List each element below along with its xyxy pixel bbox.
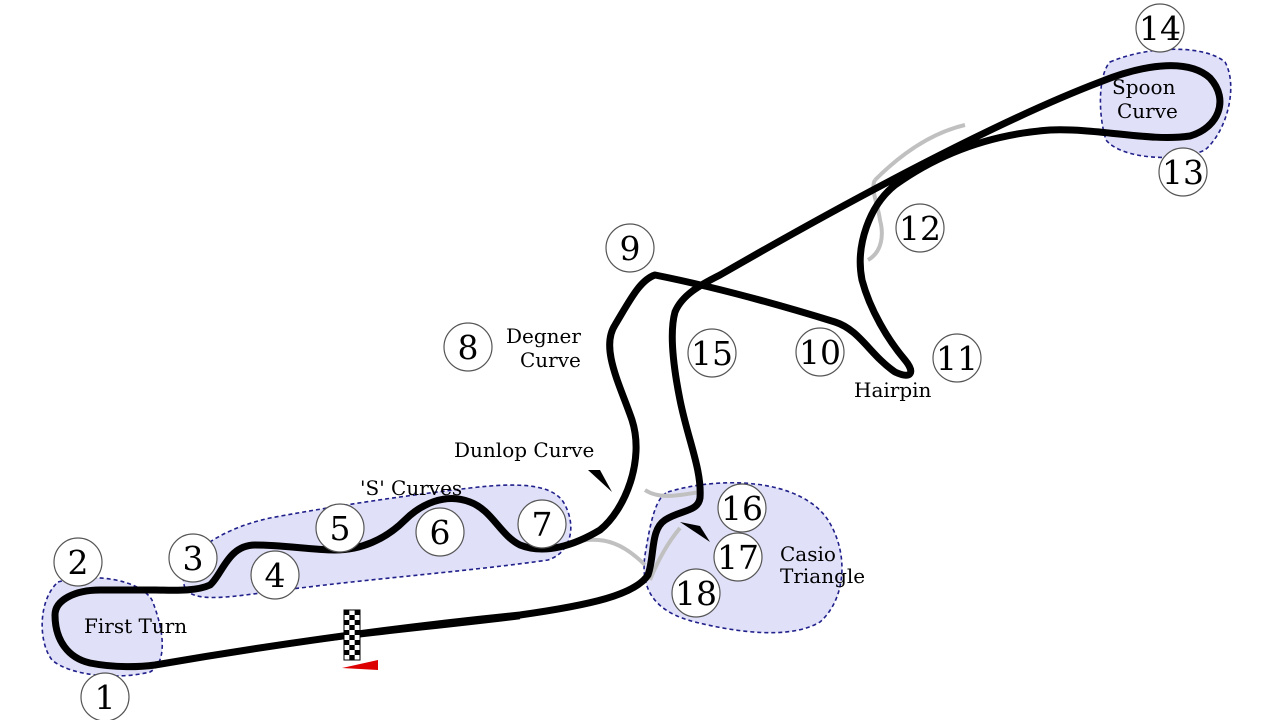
corner-marker-circle: [1158, 147, 1208, 197]
corner-number-label: 16: [721, 489, 763, 528]
corner-7: 7: [517, 499, 567, 549]
old-layout-spoon-section: [873, 123, 966, 182]
label-spoon-line1: Spoon: [1112, 75, 1176, 99]
corner-number-label: 6: [430, 513, 451, 552]
label-casio-line2: Triangle: [780, 564, 865, 588]
corner-marker-circle: [687, 328, 737, 378]
corner-marker-circle: [315, 503, 365, 553]
corner-1: 1: [80, 672, 130, 720]
corner-marker-circle: [517, 499, 567, 549]
corner-8: 8: [443, 322, 493, 372]
old-layout-dunlop-section: [643, 488, 701, 498]
label-hairpin: Hairpin: [854, 378, 932, 402]
label-s-curves: 'S' Curves: [360, 476, 462, 500]
direction-arrow-icon: [588, 470, 612, 492]
corner-number-label: 14: [1139, 9, 1181, 48]
corner-11: 11: [932, 333, 982, 383]
label-first-turn: First Turn: [84, 614, 187, 638]
direction-arrows: [588, 470, 710, 542]
corner-marker-circle: [415, 507, 465, 557]
corner-marker-circle: [443, 322, 493, 372]
corner-17: 17: [713, 532, 763, 582]
corner-marker-circle: [53, 537, 103, 587]
corner-number-label: 8: [458, 328, 479, 367]
corner-4: 4: [250, 550, 300, 600]
corner-3: 3: [168, 533, 218, 583]
pit-lane: [249, 616, 521, 652]
old-layout-casio-section: [574, 537, 647, 567]
corner-marker-circle: [932, 333, 982, 383]
corner-marker-circle: [713, 532, 763, 582]
corner-9: 9: [605, 223, 655, 273]
label-casio-line1: Casio: [780, 542, 836, 566]
corner-15: 15: [687, 328, 737, 378]
corner-number-label: 15: [691, 334, 733, 373]
label-dunlop-curve: Dunlop Curve: [454, 438, 594, 462]
corner-number-label: 10: [799, 333, 841, 372]
corner-marker-circle: [605, 223, 655, 273]
corner-18: 18: [671, 568, 721, 618]
corner-number-label: 11: [936, 339, 978, 378]
corner-names: First Turn 'S' Curves Dunlop Curve Degne…: [84, 75, 1178, 638]
corner-number-label: 18: [675, 574, 717, 613]
corner-10: 10: [795, 327, 845, 377]
corner-marker-circle: [717, 483, 767, 533]
corner-marker-circle: [795, 327, 845, 377]
corner-13: 13: [1158, 147, 1208, 197]
corner-marker-circle: [1135, 3, 1185, 53]
label-degner-line2: Curve: [520, 348, 581, 372]
old-layout-chicane-section: [648, 526, 682, 581]
corner-2: 2: [53, 537, 103, 587]
start-finish-checkered-flag-icon: [342, 609, 378, 670]
corner-number-label: 1: [95, 678, 116, 717]
direction-arrow-icon: [680, 522, 710, 542]
corner-number-label: 17: [717, 538, 759, 577]
corner-marker-circle: [168, 533, 218, 583]
label-spoon-line2: Curve: [1117, 99, 1178, 123]
corner-marker-circle: [80, 672, 130, 720]
label-degner-line1: Degner: [506, 324, 581, 348]
corner-marker-circle: [895, 203, 945, 253]
corner-number-label: 12: [899, 209, 941, 248]
corner-marker-circle: [671, 568, 721, 618]
corner-number-label: 5: [330, 509, 351, 548]
corner-marker-circle: [250, 550, 300, 600]
corner-6: 6: [415, 507, 465, 557]
corner-16: 16: [717, 483, 767, 533]
corner-number-label: 13: [1162, 153, 1204, 192]
corner-number-label: 9: [620, 229, 641, 268]
corner-5: 5: [315, 503, 365, 553]
corner-number-label: 7: [532, 505, 553, 544]
corner-number-label: 2: [68, 543, 89, 582]
corner-number-label: 3: [183, 539, 204, 578]
corner-number-label: 4: [265, 556, 286, 595]
corner-14: 14: [1135, 3, 1185, 53]
corner-12: 12: [895, 203, 945, 253]
